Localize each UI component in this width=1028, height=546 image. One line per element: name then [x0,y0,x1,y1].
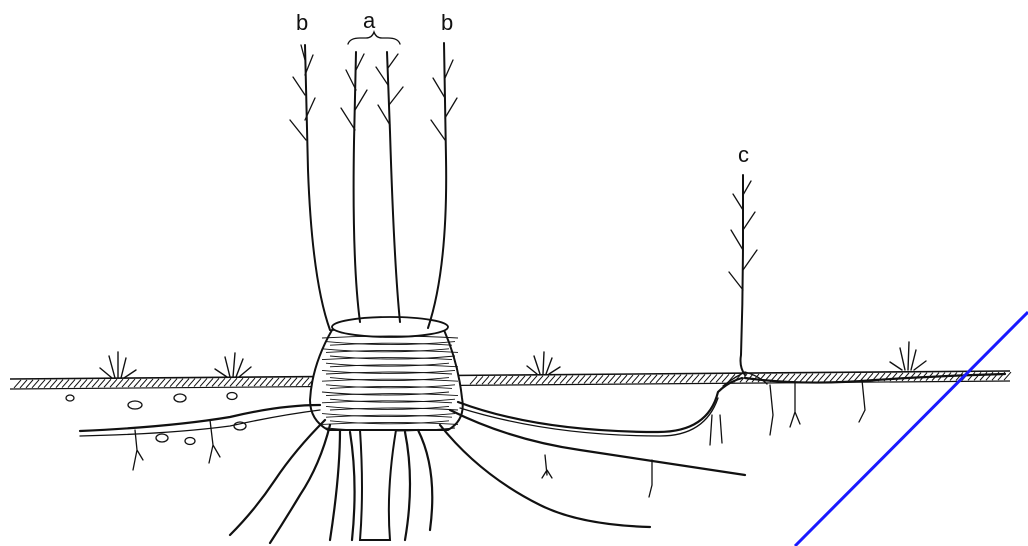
label-b-left: b [296,10,308,35]
shoot-twigs [290,45,457,140]
taproot [360,430,396,540]
sucker-c [723,175,767,386]
shoots-ab [305,43,446,330]
label-b-right: b [441,10,453,35]
brace-a [348,32,400,44]
tree-stump [310,317,463,431]
label-a: a [363,8,376,33]
roots [80,374,1005,543]
overlay-diagonal-line [795,312,1028,546]
label-c: c [738,142,749,167]
